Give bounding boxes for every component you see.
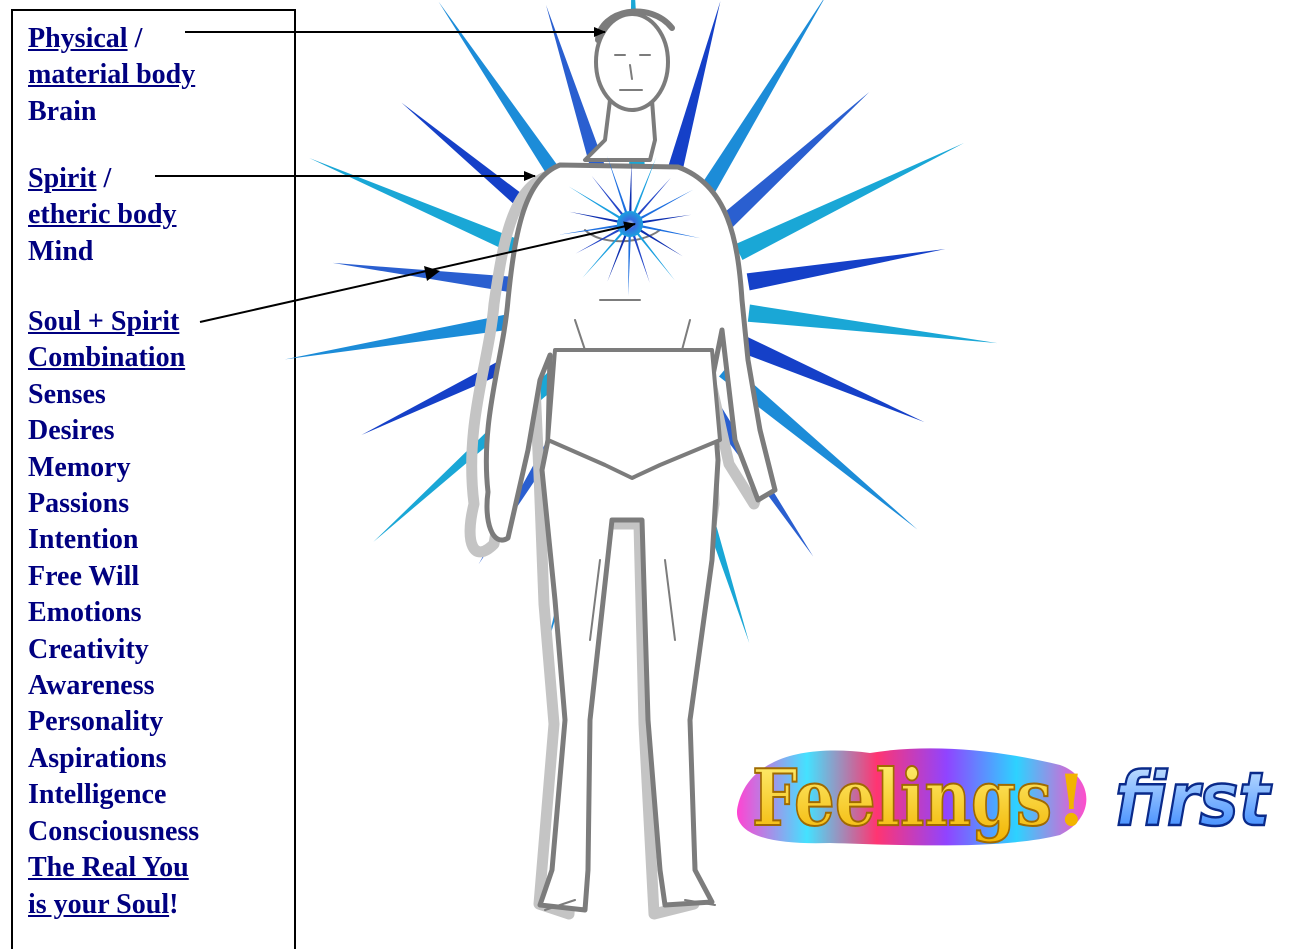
feelings-first-logo: Feelings ! first <box>730 735 1290 855</box>
feelings-word: Feelings <box>752 753 1052 844</box>
first-word: first <box>1115 757 1272 843</box>
exclamation-mark: ! <box>1056 759 1087 842</box>
